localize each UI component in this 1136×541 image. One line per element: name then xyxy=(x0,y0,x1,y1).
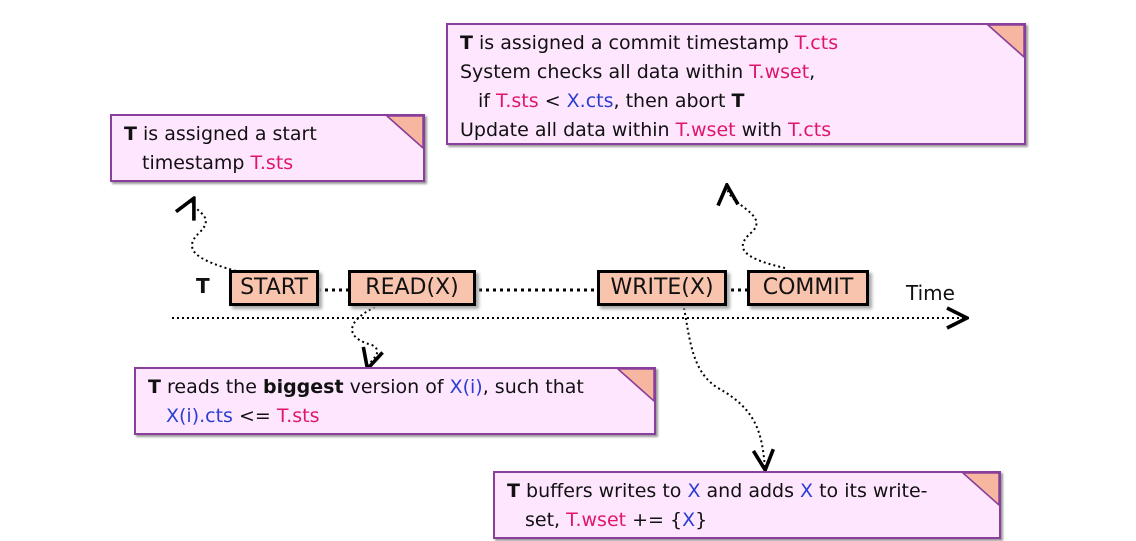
fold-corner-icon xyxy=(616,368,655,403)
note-line: T reads the biggest version of X(i), suc… xyxy=(148,376,584,398)
note-line: T is assigned a start xyxy=(124,123,317,145)
note-line: set, T.wset += {X} xyxy=(525,509,708,531)
note-start: T is assigned a start timestamp T.sts xyxy=(110,114,425,182)
read-connector xyxy=(351,306,377,367)
note-line: T is assigned a commit timestamp T.cts xyxy=(460,32,839,54)
note-line: timestamp T.sts xyxy=(142,152,294,174)
transaction-label: T xyxy=(196,274,210,298)
step-write: WRITE(X) xyxy=(597,270,727,306)
note-read: T reads the biggest version of X(i), suc… xyxy=(134,367,656,435)
note-write: T buffers writes to X and adds X to its … xyxy=(493,471,1001,539)
commit-connector xyxy=(727,187,786,269)
note-line: Update all data within T.wset with T.cts xyxy=(460,119,832,141)
fold-corner-icon xyxy=(385,115,424,150)
step-commit: COMMIT xyxy=(747,270,869,306)
note-line: X(i).cts <= T.sts xyxy=(166,405,320,427)
step-read: READ(X) xyxy=(348,270,476,306)
time-axis-label: Time xyxy=(906,281,955,305)
write-connector xyxy=(683,307,765,468)
note-line: T buffers writes to X and adds X to its … xyxy=(507,480,928,502)
start-connector xyxy=(192,200,237,272)
fold-corner-icon xyxy=(986,24,1025,59)
note-line: System checks all data within T.wset, xyxy=(460,61,816,83)
step-start: START xyxy=(229,270,319,306)
fold-corner-icon xyxy=(961,472,1000,507)
note-commit: T is assigned a commit timestamp T.cts S… xyxy=(446,23,1026,145)
note-line: if T.sts < X.cts, then abort T xyxy=(478,90,745,112)
